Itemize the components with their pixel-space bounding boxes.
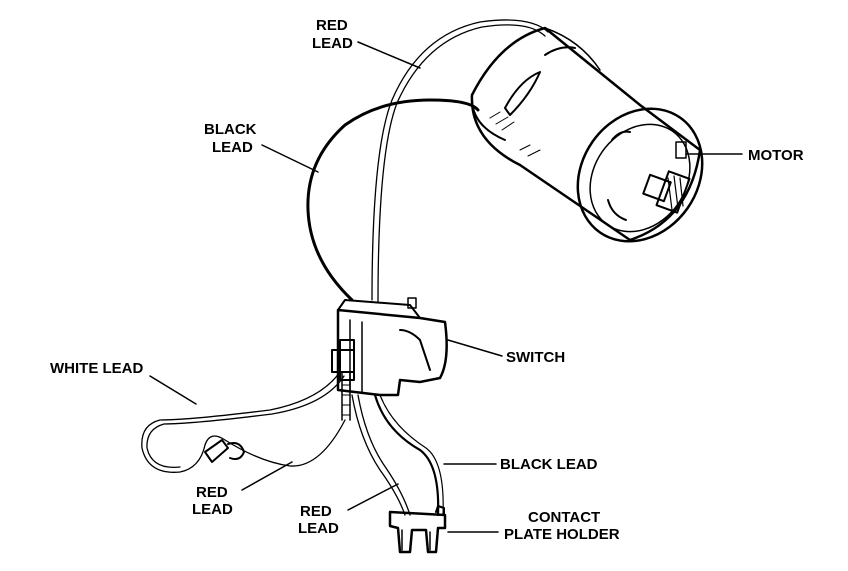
label-red-lead-top-line1: RED (316, 17, 348, 34)
label-motor: MOTOR (748, 147, 804, 164)
motor (470, 26, 704, 243)
leader-red-lead-top (357, 41, 421, 69)
label-red-lead-top-line2: LEAD (312, 35, 353, 52)
label-black-lead-bottom: BLACK LEAD (500, 456, 598, 473)
label-white-lead: WHITE LEAD (50, 360, 143, 377)
contact-plate-holder (388, 505, 447, 554)
leader-black-lead-top (261, 144, 319, 173)
label-red-lead-center-line2: LEAD (298, 520, 339, 537)
leader-switch (447, 339, 503, 357)
label-contact-line1: CONTACT (528, 509, 600, 526)
red-lead-wire-top (371, 19, 549, 303)
switch (331, 297, 448, 421)
label-red-lead-left-line1: RED (196, 484, 228, 501)
white-lead-wire (141, 371, 346, 473)
black-lead-wire-bottom (373, 393, 444, 517)
red-lead-wire-bottom (351, 394, 411, 516)
leader-red-lead-left (241, 461, 293, 491)
label-black-lead-top-line2: LEAD (212, 139, 253, 156)
leader-red-lead-center (347, 483, 399, 511)
label-red-lead-left-line2: LEAD (192, 501, 233, 518)
label-red-lead-center-line1: RED (300, 503, 332, 520)
black-lead-wire-top (306, 98, 480, 302)
white-lead-connector (204, 439, 245, 463)
label-contact-line2: PLATE HOLDER (504, 526, 620, 543)
label-switch: SWITCH (506, 349, 565, 366)
leader-white-lead (149, 375, 197, 405)
label-black-lead-top-line1: BLACK (204, 121, 257, 138)
